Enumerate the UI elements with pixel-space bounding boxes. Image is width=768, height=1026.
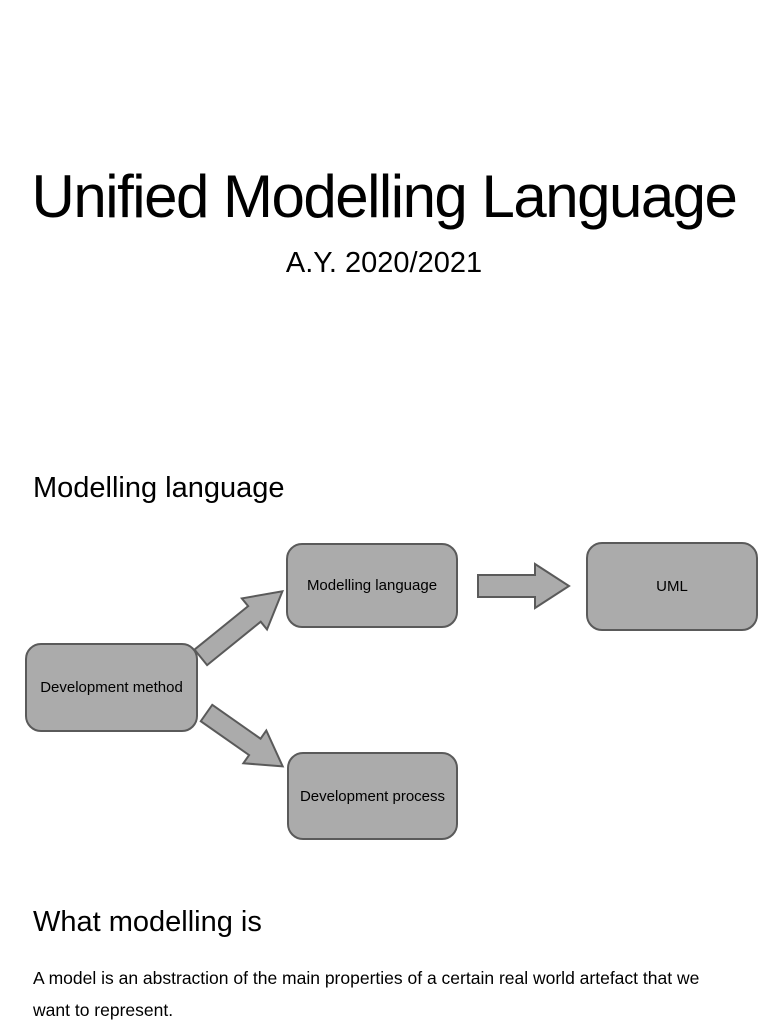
- node-label: UML: [656, 578, 688, 595]
- page-title: Unified Modelling Language: [31, 163, 738, 230]
- diagram-node-development-process: Development process: [287, 752, 458, 840]
- arrow-language-to-uml-icon: [477, 562, 571, 610]
- arrow-method-to-language-icon: [193, 589, 285, 667]
- node-label: Development method: [40, 679, 183, 696]
- diagram-node-modelling-language: Modelling language: [286, 543, 458, 628]
- section-heading-what-modelling-is: What modelling is: [33, 906, 262, 938]
- diagram-node-development-method: Development method: [25, 643, 198, 732]
- section-heading-modelling-language: Modelling language: [33, 472, 285, 504]
- arrow-method-to-process-icon: [199, 703, 285, 768]
- diagram-node-uml: UML: [586, 542, 758, 631]
- node-label: Development process: [299, 787, 446, 805]
- page-subtitle: A.Y. 2020/2021: [285, 247, 483, 279]
- node-label: Modelling language: [306, 577, 438, 594]
- body-paragraph: A model is an abstraction of the main pr…: [33, 968, 700, 1020]
